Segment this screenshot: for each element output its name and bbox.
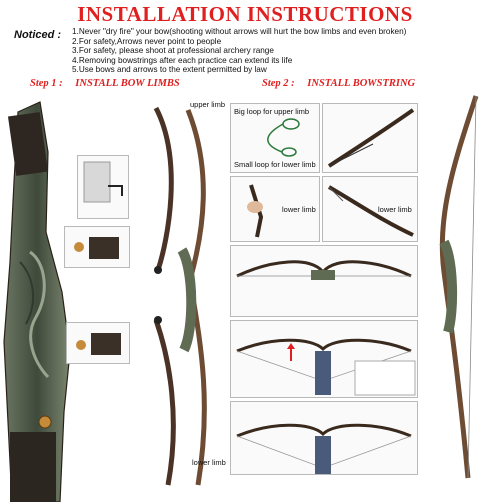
lower-limb-string-panel [322,176,418,242]
lower-limb-label-3: lower limb [378,205,412,214]
upper-limb-label: upper limb [190,100,226,109]
step2-text: INSTALL BOWSTRING [307,78,416,89]
stringer-step-panel-1 [230,320,418,398]
bow-limbs-illustration [153,106,207,486]
strung-bow-panel [230,245,418,317]
notice-item-1: 1.Never "dry fire" your bow(shooting wit… [72,27,407,36]
small-loop-label: Small loop for lower limb [234,160,316,169]
bolt-detail-panel-3 [66,322,130,364]
step2-label: Step 2 : [262,78,295,89]
lower-limb-label: lower limb [192,458,226,467]
notice-list: 1.Never "dry fire" your bow(shooting wit… [72,27,406,75]
bolt-detail-panel-1 [77,155,129,219]
step2-heading: Step 2 : INSTALL BOWSTRING [262,78,415,89]
notice-label: Noticed : [14,29,62,41]
lower-limb-label-2: lower limb [282,205,316,214]
upper-limb-string-panel [322,103,418,173]
riser-closeup-illustration [3,101,71,502]
page-title: INSTALLATION INSTRUCTIONS [77,2,413,26]
step1-label: Step 1 : [30,78,63,89]
notice-item-3: 3.For safety, please shoot at profession… [72,46,274,56]
step1-text: INSTALL BOW LIMBS [75,78,180,89]
strung-bow-illustration [439,95,479,479]
step1-heading: Step 1 : INSTALL BOW LIMBS [30,78,180,89]
stringer-step-panel-2 [230,401,418,475]
notice-item-4: 4.Removing bowstrings after each practic… [72,55,293,65]
notice-item-2: 2.For safety,Arrows never point to peopl… [72,36,222,46]
bolt-detail-panel-2 [64,226,130,268]
lower-limb-hand-panel [230,176,320,242]
notice-item-5: 5.Use bows and arrows to the extent perm… [72,65,267,75]
big-loop-label: Big loop for upper limb [234,107,310,116]
bowstring-loops-panel [230,103,320,173]
